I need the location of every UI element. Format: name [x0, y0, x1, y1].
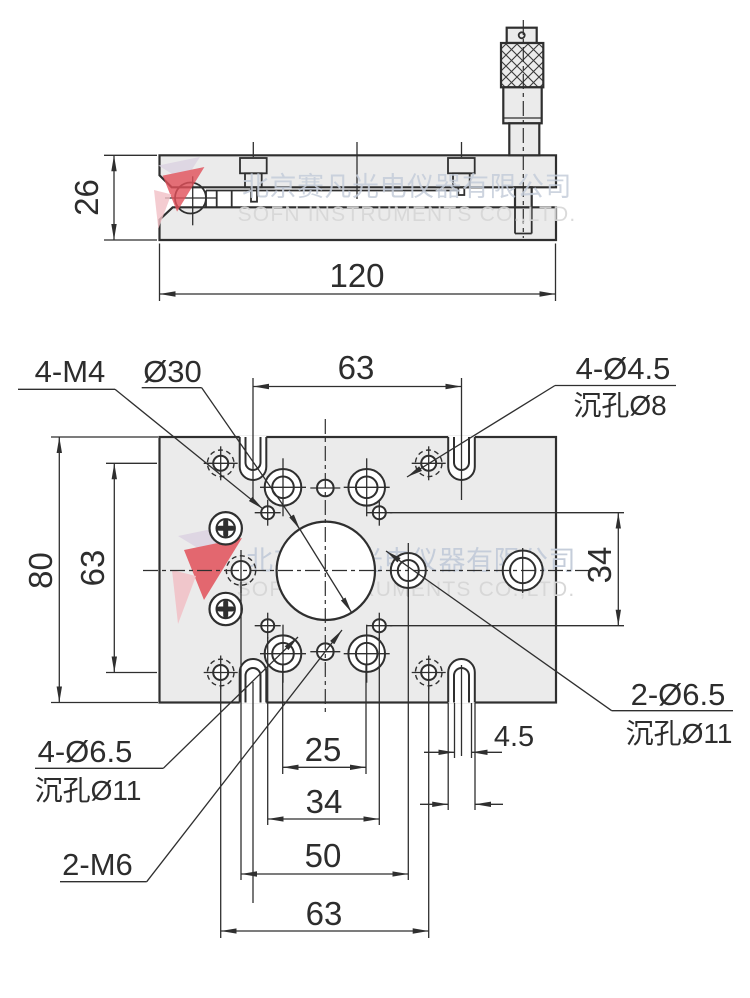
m4-holes [260, 505, 387, 634]
dim-63: 63 [306, 895, 343, 932]
label-2-d6-5-sub: 沉孔Ø11 [626, 718, 733, 749]
clamp-screw-right [447, 142, 476, 196]
watermark-cn-side: 北京赛凡光电仪器有限公司 [242, 172, 572, 202]
clamp-screw-left [239, 142, 268, 203]
dim-right-34: 34 [581, 547, 618, 584]
label-4-d6-5-sub: 沉孔Ø11 [35, 775, 142, 806]
m6-holes [316, 478, 335, 662]
label-4-d6-5: 4-Ø6.5 [38, 734, 133, 769]
dim-34: 34 [306, 783, 343, 820]
label-2-d6-5: 2-Ø6.5 [631, 677, 726, 712]
dim-120: 120 [158, 243, 557, 301]
dim-left-80: 80 [22, 552, 59, 589]
counterbores-6.5x2 [225, 552, 427, 589]
dim-26: 26 [68, 154, 157, 241]
hole-strokes [206, 437, 544, 703]
dim-top-63: 63 [338, 349, 375, 386]
phillips-screws [208, 510, 244, 627]
corner-holes-4.5 [206, 449, 443, 687]
dim-25: 25 [305, 731, 342, 768]
side-top-plate [158, 154, 558, 189]
plan-view: 北京赛凡光电仪器有限公司 SOFN INSTRUMENTS CO.,LTD. [18, 349, 733, 938]
label-2-m6: 2-M6 [62, 847, 133, 882]
dim-4-5: 4.5 [494, 721, 534, 753]
dim-left-63: 63 [74, 550, 111, 587]
label-4-d4-5: 4-Ø4.5 [576, 351, 671, 386]
micrometer-head [499, 20, 545, 238]
side-view: 北京赛凡光电仪器有限公司 SOFN INSTRUMENTS CO.,LTD. 2… [68, 20, 577, 301]
label-4-m4: 4-M4 [35, 354, 106, 389]
label-4-d4-5-sub: 沉孔Ø8 [573, 390, 666, 421]
centerlines [143, 378, 592, 903]
dimensions: 63 80 63 34 [22, 349, 624, 938]
watermark-en-side: SOFN INSTRUMENTS CO.,LTD. [238, 203, 577, 226]
svg-text:120: 120 [329, 257, 384, 294]
callouts: 4-M4 Ø30 4-Ø4.5 沉孔Ø8 2-Ø6.5 沉孔Ø11 4-Ø6.5… [18, 351, 733, 883]
label-bore-30: Ø30 [143, 354, 202, 389]
dim-50: 50 [305, 837, 342, 874]
svg-text:26: 26 [68, 179, 105, 216]
